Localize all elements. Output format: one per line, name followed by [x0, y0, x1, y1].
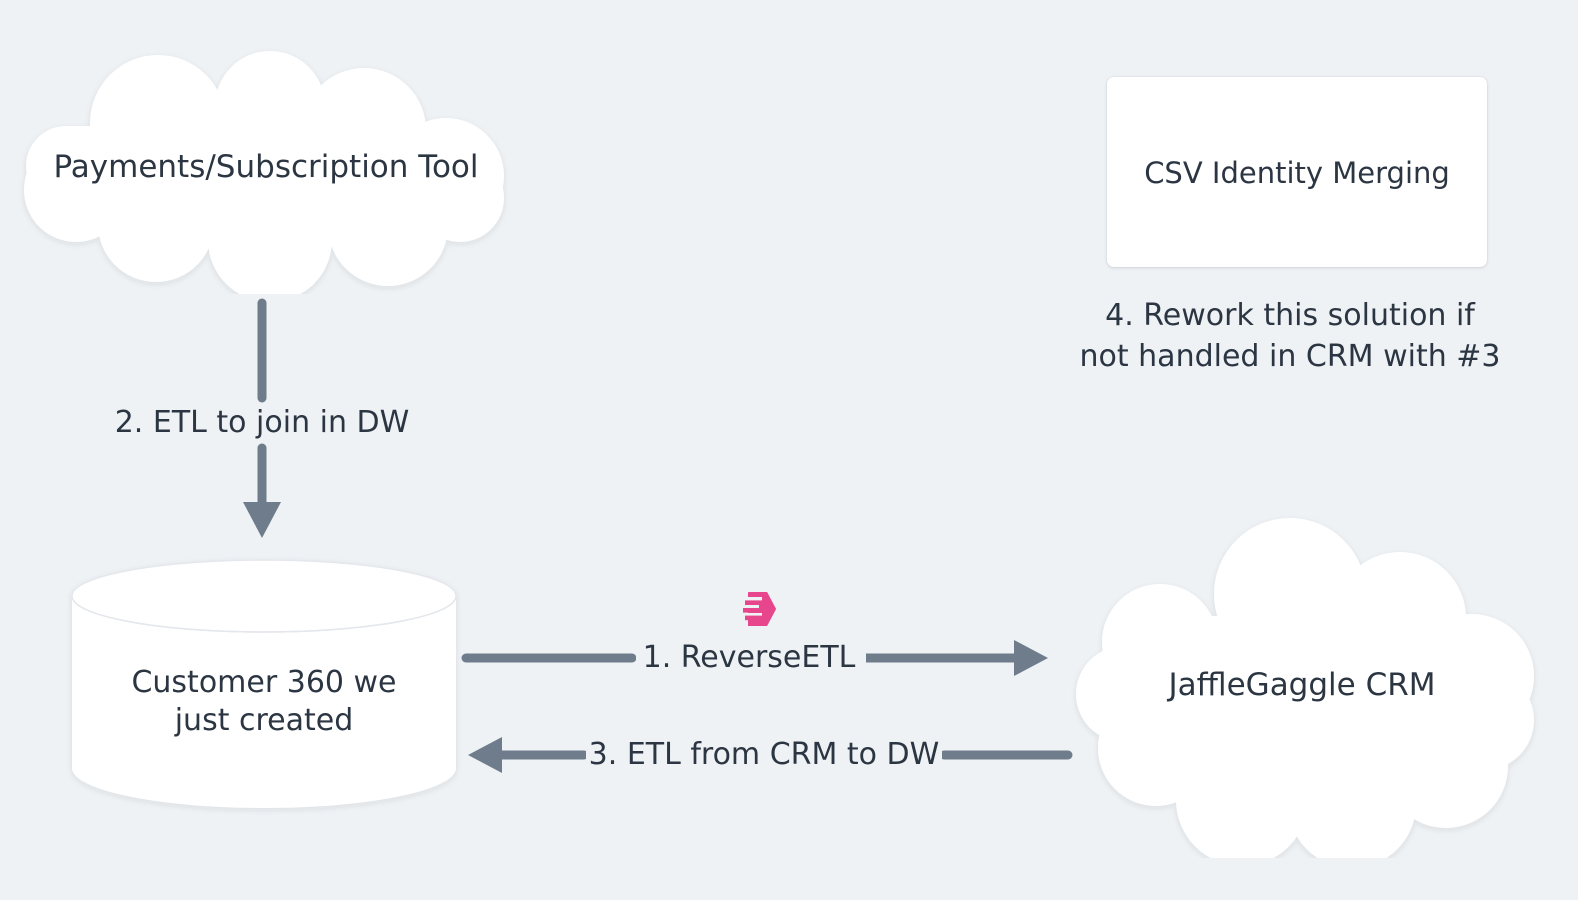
annotation-rework-note: 4. Rework this solution if not handled i… — [1079, 298, 1501, 374]
edge-label-etl-crm-to-dw: 3. ETL from CRM to DW — [586, 736, 942, 774]
node-payments-subscription-tool[interactable]: Payments/Subscription Tool — [8, 48, 524, 294]
node-csv-identity-merging[interactable]: CSV Identity Merging — [1107, 77, 1487, 267]
cloud-shape — [1076, 518, 1534, 858]
cloud-shape — [24, 51, 504, 294]
edge-label-reverse-etl: 1. ReverseETL — [636, 639, 862, 677]
hightouch-hexagon-icon — [738, 589, 778, 629]
cylinder-shape — [71, 559, 457, 808]
node-customer-360-warehouse[interactable]: Customer 360 we just created — [66, 556, 462, 818]
node-csv-identity-merging-label: CSV Identity Merging — [1144, 156, 1450, 190]
edge-label-etl-join-dw: 2. ETL to join in DW — [62, 404, 462, 442]
node-jafflegaggle-crm[interactable]: JaffleGaggle CRM — [1052, 508, 1552, 858]
